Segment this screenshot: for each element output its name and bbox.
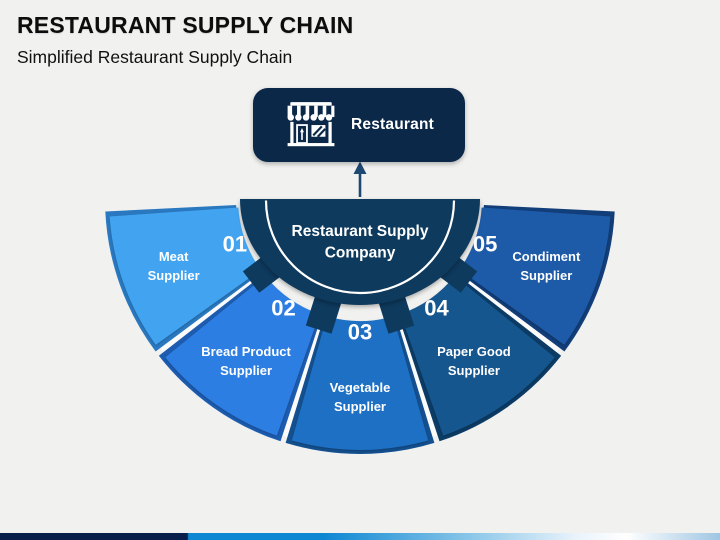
segment-05-condiment-supplier <box>459 207 611 345</box>
segment-01-meat-supplier <box>109 207 261 345</box>
segment-number-05: 05 <box>473 231 497 256</box>
segment-number-01: 01 <box>223 231 247 256</box>
segment-number-02: 02 <box>271 295 295 320</box>
hub-half-disc <box>240 199 480 305</box>
slide-subtitle: Simplified Restaurant Supply Chain <box>17 47 293 67</box>
segment-number-04: 04 <box>424 295 449 320</box>
hub-ring-arc <box>264 200 456 295</box>
segment-02-bread-product-supplier <box>165 275 320 436</box>
restaurant-node: Restaurant <box>253 88 465 162</box>
segment-04-paper-good-supplier <box>400 275 555 436</box>
segment-number-03: 03 <box>348 320 372 345</box>
slide-title: RESTAURANT SUPPLY CHAIN <box>17 12 354 38</box>
segment-03-vegetable-supplier <box>291 316 429 450</box>
connector-arrowhead-icon <box>353 161 367 174</box>
storefront-icon <box>284 101 338 149</box>
hub-label-line-1: Restaurant Supply <box>292 223 429 240</box>
hub-label-line-2: Company <box>325 245 396 262</box>
footer-accent-bar <box>0 533 720 540</box>
restaurant-node-label: Restaurant <box>351 116 434 133</box>
